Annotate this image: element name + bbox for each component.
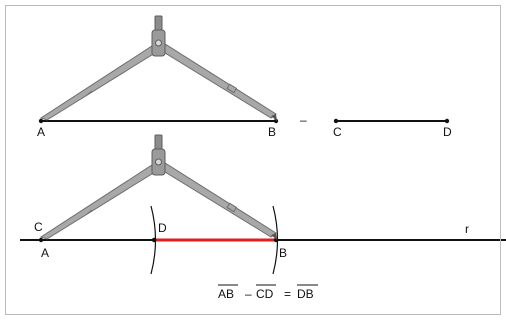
formula-cd: CD bbox=[256, 287, 274, 301]
compass-icon bbox=[39, 15, 277, 121]
formula-db: DB bbox=[297, 287, 314, 301]
label-a: A bbox=[37, 125, 45, 139]
formula-equals: = bbox=[284, 287, 291, 301]
label-d: D bbox=[443, 125, 452, 139]
point-d bbox=[444, 118, 450, 124]
minus-sign: – bbox=[300, 113, 307, 127]
formula-ab: AB bbox=[218, 287, 234, 301]
label-r: r bbox=[465, 222, 469, 236]
point-d-bottom bbox=[151, 237, 157, 243]
point-b-bottom bbox=[273, 237, 279, 243]
label-a-bottom: A bbox=[41, 246, 49, 260]
label-c-bottom: C bbox=[34, 220, 43, 234]
label-c: C bbox=[333, 125, 342, 139]
compass-icon bbox=[39, 134, 277, 240]
formula: AB – CD = DB bbox=[218, 284, 318, 301]
label-d-bottom: D bbox=[158, 221, 167, 235]
point-b bbox=[273, 118, 279, 124]
label-b: B bbox=[268, 125, 276, 139]
point-a bbox=[38, 118, 44, 124]
formula-minus: – bbox=[245, 287, 252, 301]
label-b-bottom: B bbox=[279, 246, 287, 260]
point-c bbox=[333, 118, 339, 124]
figure-frame bbox=[5, 5, 501, 315]
point-a-bottom bbox=[38, 237, 44, 243]
